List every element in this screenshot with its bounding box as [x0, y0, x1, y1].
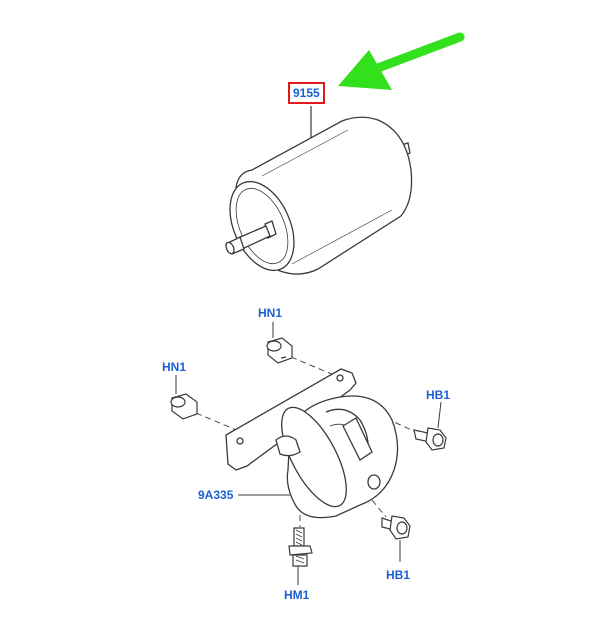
callout-hb1-bottom[interactable]: HB1 [386, 568, 411, 582]
flange-nut-top [266, 337, 293, 364]
callout-9155[interactable]: 9155 [288, 82, 325, 104]
flange-bolt-right-bottom [381, 515, 411, 540]
callout-hb1-top[interactable]: HB1 [426, 388, 451, 402]
threaded-stud-bottom [288, 527, 313, 567]
callout-9a335[interactable]: 9A335 [198, 488, 234, 502]
mounting-bracket [225, 368, 399, 519]
flange-nut-left [170, 393, 198, 420]
flange-bolt-right-top [413, 427, 447, 451]
callout-hn1-left[interactable]: HN1 [162, 360, 187, 374]
green-pointer-arrow [338, 32, 465, 90]
fuel-filter-canister [225, 116, 413, 275]
callout-hn1-top[interactable]: HN1 [258, 306, 283, 320]
callout-hm1[interactable]: HM1 [284, 588, 310, 602]
leader-line-hb1-top [437, 401, 442, 429]
